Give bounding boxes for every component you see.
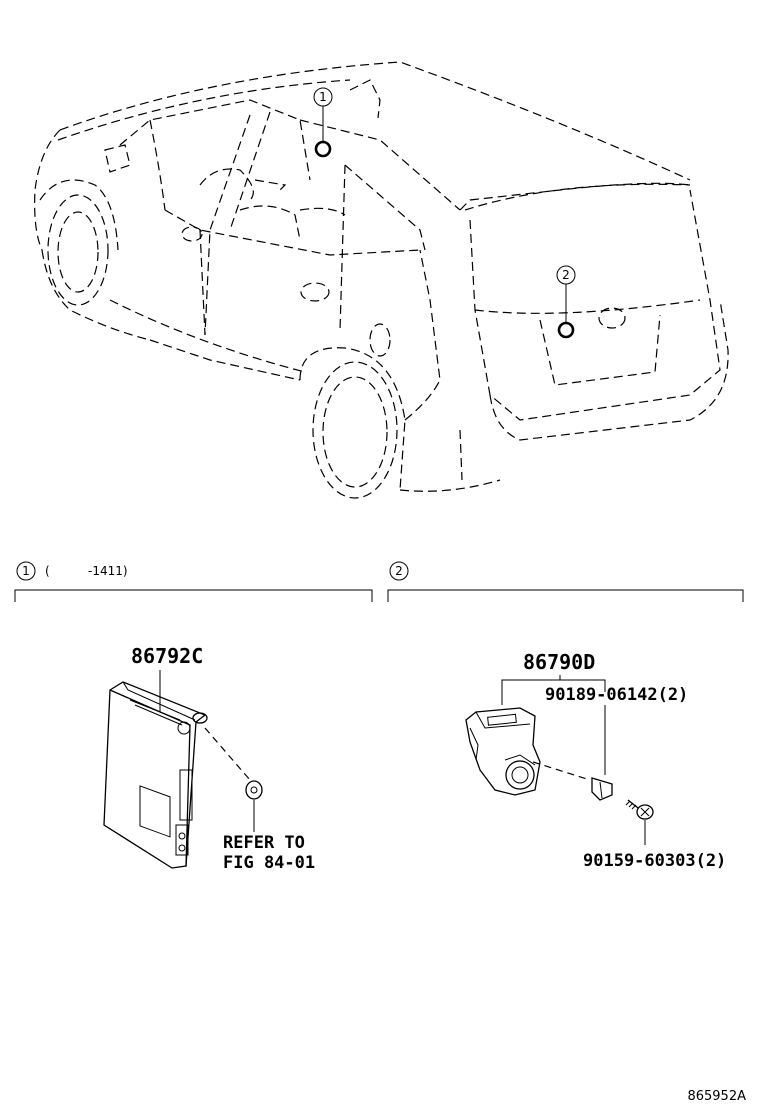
vehicle-callout-2: 2 — [556, 265, 576, 339]
location-marker-2 — [557, 321, 575, 339]
part-number-86792c: 86792C — [131, 644, 203, 668]
part-number-90189-06142: 90189-06142(2) — [545, 685, 688, 705]
section-1-range: -1411) — [88, 564, 128, 578]
screw-icon — [625, 799, 654, 820]
camera-part: 86790D 90189-06142(2) 90159-60303(2) — [465, 650, 726, 871]
refer-fig-text: FIG 84-01 — [223, 853, 315, 873]
clip-nut-icon — [591, 777, 613, 801]
vehicle-illustration — [34, 61, 729, 499]
ecu-part: 86792C REFER TO FIG 84-01 — [103, 644, 315, 873]
section-1-paren: ( — [45, 564, 50, 578]
refer-to-text: REFER TO — [223, 833, 305, 853]
callout-2-label: 2 — [562, 268, 570, 282]
section-1-header: 1 ( -1411) — [14, 561, 373, 602]
ecu-module-icon — [103, 681, 207, 869]
part-number-90159-60303: 90159-60303(2) — [583, 851, 726, 871]
section-1-marker: 1 — [22, 564, 30, 578]
location-marker-1 — [314, 140, 332, 158]
section-2-header: 2 — [387, 561, 744, 602]
figure-id: 865952A — [687, 1089, 746, 1104]
vehicle-callout-1: 1 — [313, 87, 333, 158]
part-number-86790d: 86790D — [523, 650, 595, 674]
callout-1-label: 1 — [319, 90, 327, 104]
grommet-icon — [245, 780, 263, 800]
camera-module-icon — [465, 707, 541, 796]
section-2-marker: 2 — [395, 564, 403, 578]
